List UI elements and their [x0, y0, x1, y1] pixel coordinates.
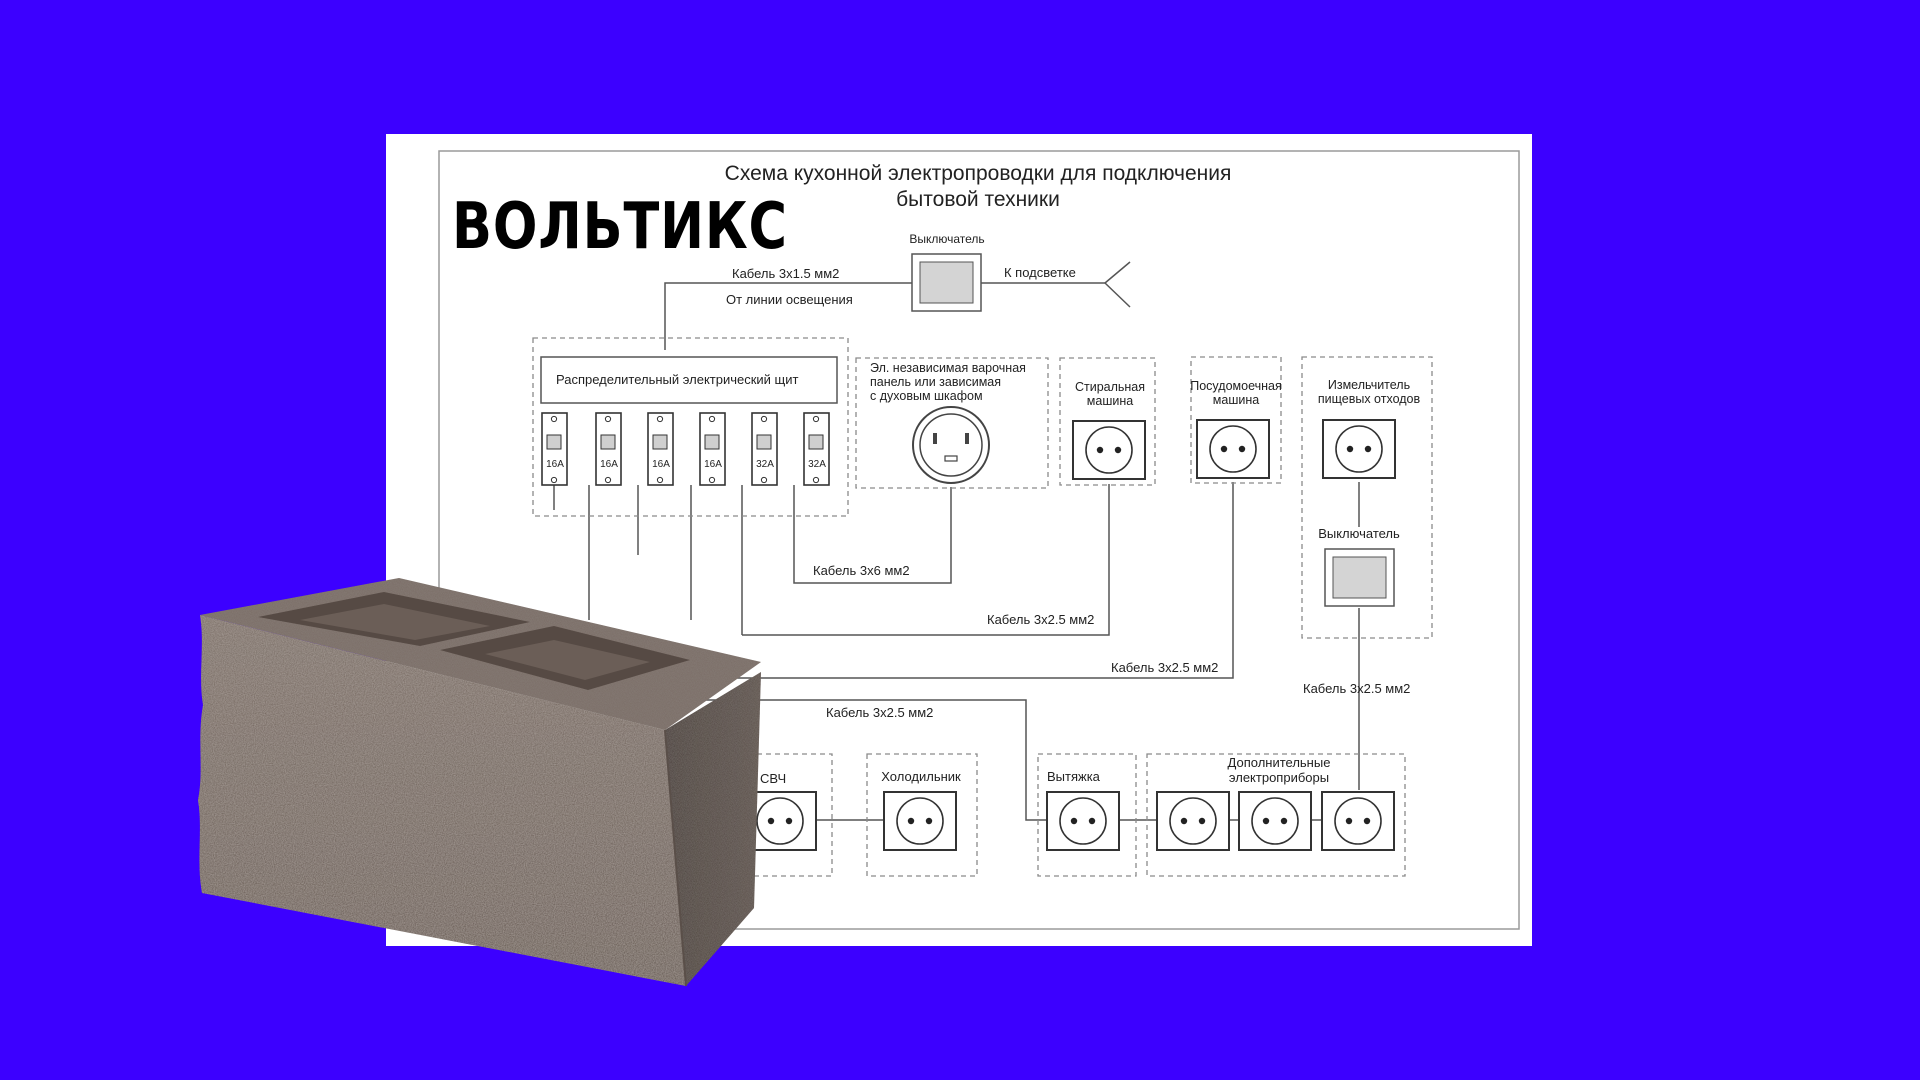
top-switch-key [919, 261, 974, 304]
hob-label-3: с духовым шкафом [870, 389, 983, 403]
panel-box [540, 356, 838, 404]
diagram-frame [438, 150, 1520, 930]
microwave-label: СВЧ [760, 771, 786, 786]
cable-3x6-label: Кабель 3х6 мм2 [813, 563, 910, 578]
dishwasher-socket-icon [1196, 419, 1270, 479]
breaker-3: 16А [647, 412, 674, 486]
hob-label-1: Эл. независимая варочная [870, 361, 1026, 375]
disposer-label-2: пищевых отходов [1318, 392, 1421, 406]
cable-washer-label: Кабель 3х2.5 мм2 [987, 612, 1094, 627]
washer-label-1: Стиральная [1075, 380, 1145, 394]
dishwasher-label-2: машина [1213, 393, 1259, 407]
diagram-title-line-1: Схема кухонной электропроводки для подкл… [725, 162, 1232, 185]
extra-group [1146, 753, 1406, 877]
extra-socket-1-icon [1156, 791, 1230, 851]
hood-group [1037, 753, 1137, 877]
brand-logo: ВОЛЬТИКС [452, 190, 788, 264]
diagram-title-line-2: бытовой техники [896, 188, 1060, 211]
extra-socket-2-icon [1238, 791, 1312, 851]
breaker-5: 32А [751, 412, 778, 486]
hob-label-2: панель или зависимая [870, 375, 1001, 389]
breaker-rating: 16А [600, 459, 618, 470]
extra-label-1: Дополнительные [1228, 755, 1331, 770]
block-cavity-right-floor [485, 640, 650, 680]
fridge-group [866, 753, 978, 877]
breakers: 16А 16А 16А 16А 32А 32А [541, 412, 830, 486]
breaker-6: 32А [803, 412, 830, 486]
cable-disposer-label: Кабель 3х2.5 мм2 [1303, 681, 1410, 696]
extra-socket-3-icon [1321, 791, 1395, 851]
wires [553, 261, 1360, 821]
panel-label: Распределительный электрический щит [556, 372, 799, 387]
dishwasher-group [1190, 356, 1282, 484]
disposer-group [1301, 356, 1433, 639]
hood-socket-icon [1046, 791, 1120, 851]
breaker-2: 16А [595, 412, 622, 486]
block-front-face [198, 615, 686, 986]
breaker-1: 16А [541, 412, 568, 486]
disposer-socket-icon [1322, 419, 1396, 479]
dishwasher-label-1: Посудомоечная [1190, 379, 1282, 393]
block-edge [664, 729, 687, 987]
breaker-rating: 16А [546, 459, 564, 470]
extra-label-2: электроприборы [1229, 770, 1329, 785]
disposer-switch-key [1332, 556, 1387, 599]
breaker-rating: 16А [652, 459, 670, 470]
cable-bottom-label: Кабель 3х2.5 мм2 [826, 705, 933, 720]
washer-label-2: машина [1087, 394, 1133, 408]
fridge-label: Холодильник [881, 769, 961, 784]
breaker-rating: 32А [808, 459, 826, 470]
hob-group [855, 357, 1049, 489]
breaker-rating: 16А [704, 459, 722, 470]
cable-lighting-label: Кабель 3х1.5 мм2 [732, 266, 839, 281]
breaker-rating: 32А [756, 459, 774, 470]
fridge-socket-icon [883, 791, 957, 851]
from-lighting-label: От линии освещения [726, 292, 853, 307]
to-light-label: К подсветке [1004, 265, 1076, 280]
concrete-block-photo [198, 578, 761, 987]
breaker-4: 16А [699, 412, 726, 486]
block-cavity-left-floor [300, 604, 490, 640]
washer-group [1059, 357, 1156, 486]
hob-socket-icon [912, 406, 990, 484]
cable-dish-label: Кабель 3х2.5 мм2 [1111, 660, 1218, 675]
disposer-label-1: Измельчитель [1328, 378, 1410, 392]
disposer-switch-label: Выключатель [1318, 526, 1400, 541]
top-switch-label: Выключатель [909, 232, 984, 246]
block-side-face [665, 672, 761, 986]
panel-group [532, 337, 849, 517]
washer-socket-icon [1072, 420, 1146, 480]
hood-label: Вытяжка [1047, 769, 1101, 784]
